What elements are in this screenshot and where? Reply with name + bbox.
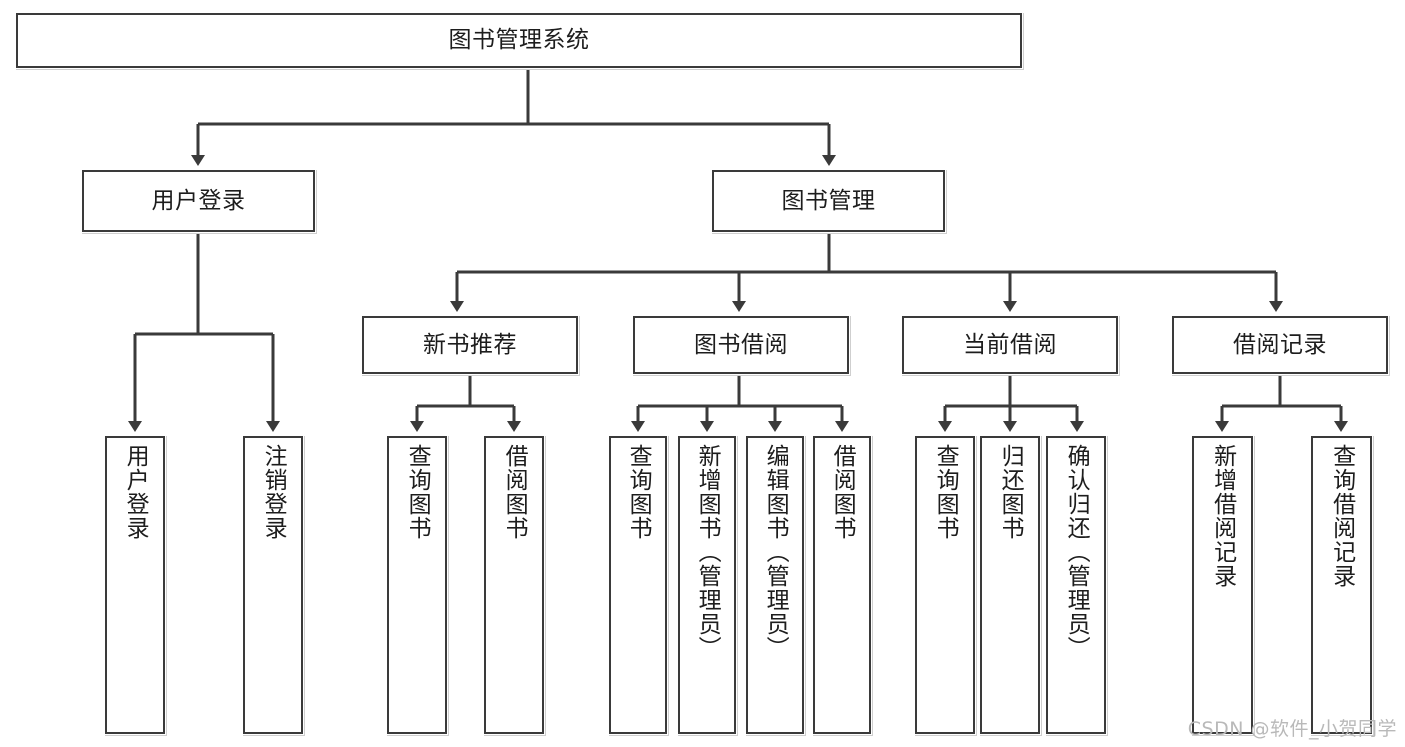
node-leaf-edit-book-admin[interactable]: 编辑图书（管理员） — [746, 436, 804, 734]
node-leaf-query-book-current[interactable]: 查询图书 — [915, 436, 975, 734]
node-leaf-query-book-recommend[interactable]: 查询图书 — [387, 436, 447, 734]
node-label: 借阅记录 — [1233, 331, 1327, 358]
node-leaf-query-borrow-record[interactable]: 查询借阅记录 — [1311, 436, 1372, 734]
node-leaf-logout[interactable]: 注销登录 — [243, 436, 303, 734]
node-new-book-recommend[interactable]: 新书推荐 — [362, 316, 578, 374]
node-book-borrow[interactable]: 图书借阅 — [633, 316, 849, 374]
node-root-book-management-system[interactable]: 图书管理系统 — [16, 13, 1022, 68]
node-leaf-user-login[interactable]: 用户登录 — [105, 436, 165, 734]
watermark: CSDN @软件_小贺同学 — [1187, 718, 1397, 740]
node-label: 用户登录 — [122, 444, 149, 540]
node-leaf-confirm-return-admin[interactable]: 确认归还（管理员） — [1046, 436, 1106, 734]
node-borrow-records[interactable]: 借阅记录 — [1172, 316, 1388, 374]
node-label: 借阅图书 — [829, 444, 856, 540]
node-label: 用户登录 — [151, 187, 246, 214]
node-label: 查询借阅记录 — [1328, 444, 1355, 588]
node-label: 确认归还（管理员） — [1063, 444, 1090, 660]
node-label: 注销登录 — [260, 444, 287, 540]
node-leaf-add-book-admin[interactable]: 新增图书（管理员） — [678, 436, 736, 734]
node-label: 归还图书 — [997, 444, 1024, 540]
node-label: 新增借阅记录 — [1209, 444, 1236, 588]
node-leaf-add-borrow-record[interactable]: 新增借阅记录 — [1192, 436, 1253, 734]
node-label: 图书管理 — [781, 187, 876, 214]
node-label: 图书管理系统 — [448, 27, 590, 54]
node-label: 借阅图书 — [501, 444, 528, 540]
node-label: 编辑图书（管理员） — [762, 444, 789, 660]
node-label: 查询图书 — [932, 444, 959, 540]
node-leaf-return-book[interactable]: 归还图书 — [980, 436, 1040, 734]
node-leaf-query-book-borrow[interactable]: 查询图书 — [609, 436, 667, 734]
node-label: 当前借阅 — [963, 331, 1057, 358]
node-current-borrow[interactable]: 当前借阅 — [902, 316, 1118, 374]
node-leaf-borrow-book[interactable]: 借阅图书 — [813, 436, 871, 734]
node-book-management[interactable]: 图书管理 — [712, 170, 945, 232]
node-label: 新增图书（管理员） — [694, 444, 721, 660]
node-label: 查询图书 — [625, 444, 652, 540]
node-user-login[interactable]: 用户登录 — [82, 170, 315, 232]
node-leaf-borrow-book-recommend[interactable]: 借阅图书 — [484, 436, 544, 734]
node-label: 新书推荐 — [423, 331, 517, 358]
node-label: 查询图书 — [404, 444, 431, 540]
node-label: 图书借阅 — [694, 331, 788, 358]
